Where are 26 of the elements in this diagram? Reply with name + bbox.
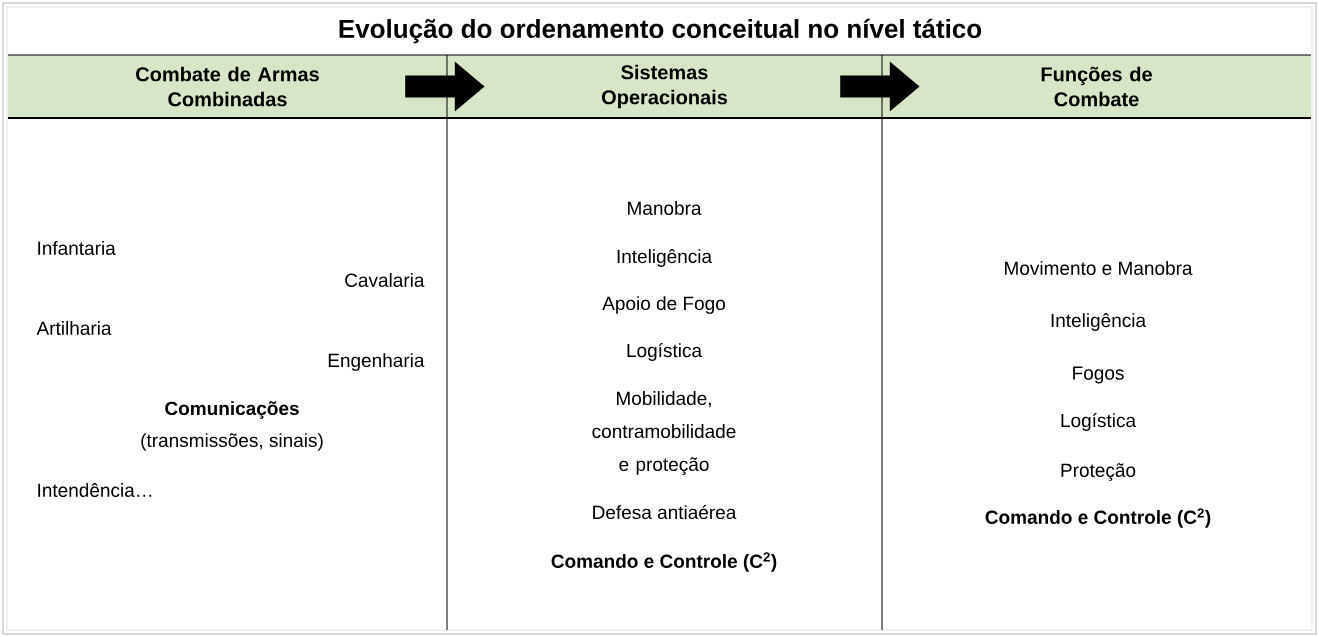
cell-text: (transmissões, sinais) <box>141 433 323 451</box>
cell-text: Inteligência <box>617 249 713 267</box>
cell-text: Manobra <box>628 201 702 215</box>
cell-text: Logística <box>1061 413 1137 431</box>
node-label: Combate de Armas Combinadas <box>136 66 319 107</box>
node-label: Sistemas Operacionais <box>601 64 728 109</box>
title: Evolução do ordenamento conceitual no nível tático <box>339 18 982 44</box>
cell-text: Logística <box>627 343 703 361</box>
cell-text: Intendência… <box>38 483 152 497</box>
cell-text: Apoio de Fogo <box>602 296 725 314</box>
header-cell: Combate de Armas Combinadas <box>8 55 447 118</box>
cell-text: Movimento e Manobra <box>1005 261 1193 275</box>
cell-text: Mobilidade, contramobilidade e proteção <box>592 391 736 475</box>
cell-text: Comando e Controle (C$^{2}$) <box>551 552 777 572</box>
cell-text: Defesa antiaérea <box>593 504 737 520</box>
cell-text: Fogos <box>1073 366 1124 384</box>
cell-text: Proteção <box>1061 463 1136 481</box>
header-cell: Funções de Combate <box>882 55 1311 118</box>
cell-text: Infantaria <box>38 241 116 255</box>
cell-text: Cavalaria <box>345 273 425 287</box>
cell-text: Comando e Controle (C$^{2}$) <box>985 508 1211 528</box>
cell-text: Inteligência <box>1051 313 1147 331</box>
cell-text: Engenharia <box>328 353 425 371</box>
cell-text: Comunicações <box>165 401 299 419</box>
node-label: Funções de Combate <box>1041 66 1152 107</box>
cell-text: Artilharia <box>36 321 112 335</box>
